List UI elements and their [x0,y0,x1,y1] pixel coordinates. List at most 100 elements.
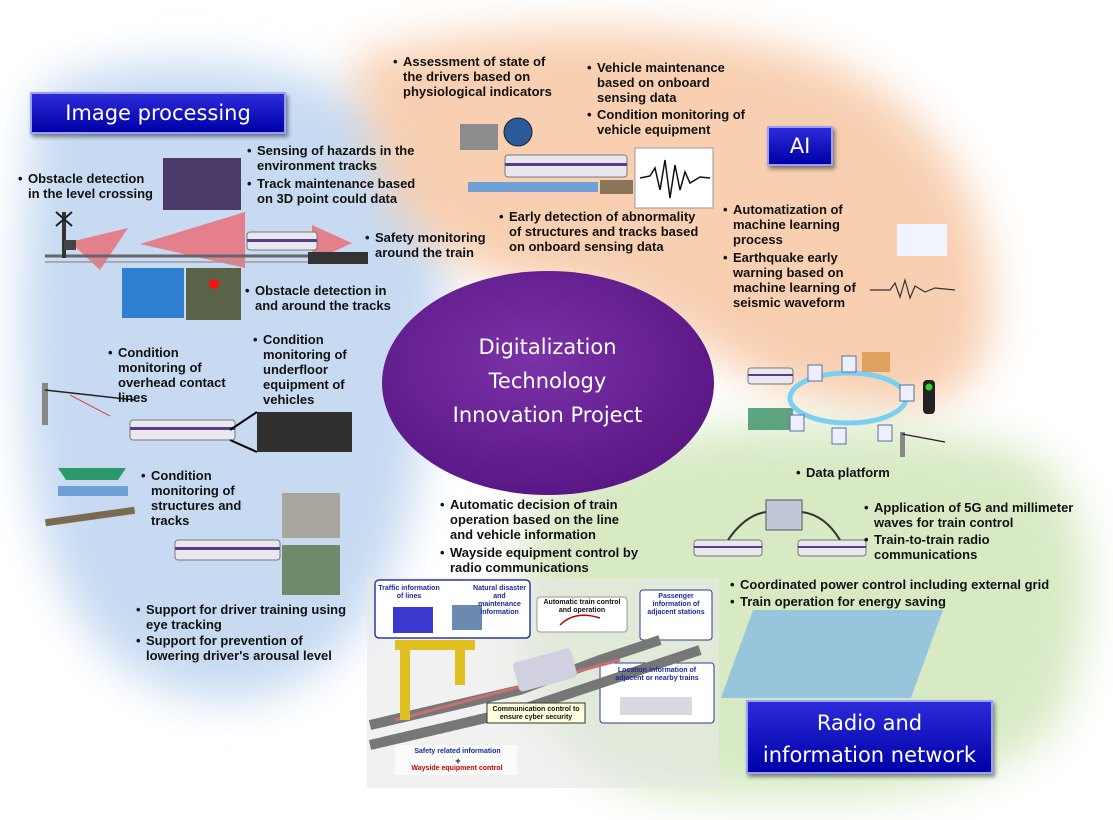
image-processing-title: Image processing [30,92,286,134]
bullet-line: sensing data [597,90,677,105]
bullet-line: environment tracks [257,158,377,173]
bullet-line: tracks [151,513,190,528]
center-title-line2: Technology [488,369,607,393]
bullet-line: machine learning [733,217,840,232]
label-natural-disaster: Natural disaster and maintenance informa… [473,585,526,616]
bullet-line: Coordinated power control including exte… [740,577,1050,592]
heatmap-image [122,268,184,318]
bridge-track-illustration [45,180,793,527]
train-6 [693,539,763,557]
data-platform-ring [787,352,935,445]
underfloor-photo [257,412,352,452]
train-7 [797,539,867,557]
label-communication-control: Communication control to ensure cyber se… [492,706,580,721]
bullet-line: Condition [151,468,212,483]
bullet-line: Support for prevention of [146,633,303,648]
bullet-line: Track maintenance based [257,176,416,191]
train-4 [174,539,281,561]
bullet-line: equipment of [263,377,345,392]
bullet-line: Condition [263,332,324,347]
obstacle-camera-image [186,268,241,320]
bullet-data-platform: Data platform [796,465,890,480]
bullet-line: of structures and tracks based [509,224,699,239]
bullet-line: Sensing of hazards in the [257,143,415,158]
railway-illustration [367,578,719,788]
bullet-line: vehicles [263,392,315,407]
bullet-line: Safety monitoring [375,230,486,245]
bullet-line: radio communications [450,560,589,575]
bullet-line: monitoring of [263,347,347,362]
bullet-line: monitoring of [118,360,202,375]
bullet-power-control: Coordinated power control including exte… [730,577,1049,592]
center-title-line1: Digitalization [478,335,617,359]
radio-title-line1: Radio and [816,711,923,735]
obstacle-marker-icon [209,279,219,289]
bullet-line: communications [874,547,978,562]
bullet-line: in the level crossing [28,186,153,201]
label-wayside-equipment-control: Wayside equipment control [411,765,503,772]
bullet-line: Early detection of abnormality [509,209,696,224]
bullet-line: on onboard sensing data [509,239,664,254]
center-title-line3: Innovation Project [452,403,643,427]
bullet-line: Obstacle detection in [255,283,387,298]
bullet-line: machine learning of [733,280,856,295]
bullet-line: structures and [151,498,242,513]
bullet-line: Application of 5G and millimeter [874,500,1074,515]
bullet-line: waves for train control [874,515,1014,530]
bullet-line: Obstacle detection [28,171,145,186]
bullet-line: Support for driver training using [146,602,347,617]
radio-title-line2: information network [762,743,977,767]
region-blue-image-processing [22,62,448,700]
bullet-line: vehicle equipment [597,122,711,137]
driver-cab-photo [282,493,340,538]
underfloor-pointer-2 [229,439,258,453]
bullet-text: Data platform [796,465,890,480]
label-traffic-info: Traffic information of lines [378,585,440,600]
bullet-line: based on onboard [597,75,710,90]
bullet-line: Earthquake early [733,250,838,265]
bullet-text: Train operation for energy saving [730,594,946,609]
bullet-line: and around the tracks [255,298,391,313]
radio-server-illustration [727,499,841,541]
bullet-line: operation based on the line [450,512,620,527]
train-1 [246,231,318,251]
center-ellipse [382,271,714,495]
bullet-line: on 3D point could data [257,191,398,206]
bullet-line: Condition monitoring of [597,107,746,122]
label-automatic-control: Automatic train control and operation [543,599,621,614]
ai-title-text: AI [789,134,811,158]
train-2 [504,154,628,178]
bullet-line: seismic waveform [733,295,846,310]
bullet-line: Condition [118,345,179,360]
image-processing-title-text: Image processing [65,101,251,125]
radio-network-title: Radio and information network [746,700,993,774]
bullet-line: the drivers based on [403,69,531,84]
vibration-chart [634,147,714,209]
ml-matrix-icon [897,224,947,256]
eye-tracking-photo [282,545,340,595]
